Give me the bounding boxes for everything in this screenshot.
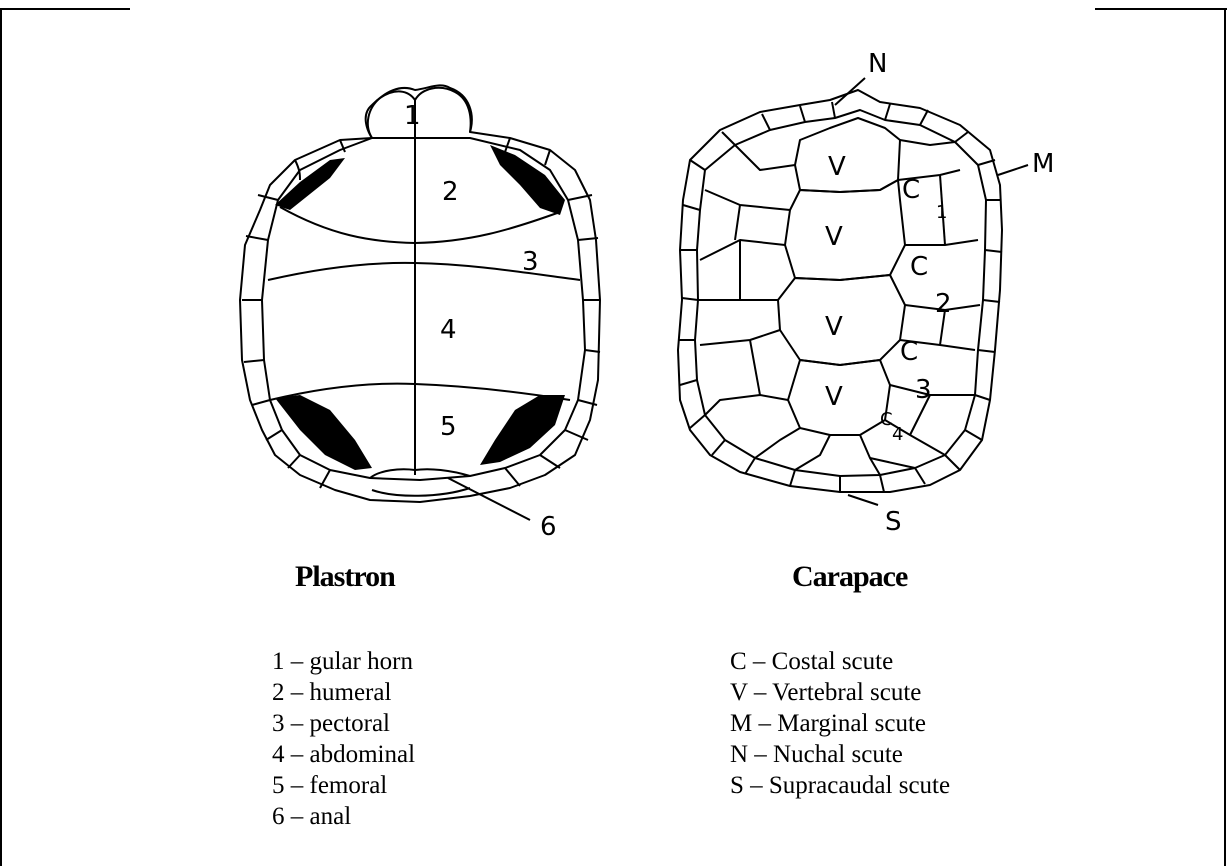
carapace-marker-vertebral-4: V bbox=[825, 382, 843, 412]
vertebral-scute-1 bbox=[795, 118, 900, 192]
plastron-marker-2: 2 bbox=[442, 177, 459, 207]
plastron-legend-item-2: 2 – humeral bbox=[272, 677, 415, 708]
carapace-marker-marginal: M bbox=[1032, 149, 1054, 179]
vertebral-scute-2 bbox=[785, 180, 905, 280]
plastron-drawing bbox=[240, 85, 600, 520]
plastron-marker-1: 1 bbox=[404, 101, 421, 131]
carapace-marker-costal-4: C bbox=[880, 409, 893, 430]
carapace-marker-costal-4-sub: 4 bbox=[892, 424, 903, 445]
carapace-marker-vertebral-3: V bbox=[825, 312, 843, 342]
carapace-caption: Carapace bbox=[792, 560, 907, 594]
carapace-marker-costal-1: C bbox=[902, 175, 920, 205]
carapace-marker-vertebral-1: V bbox=[828, 152, 846, 182]
carapace-marker-costal-2-sub: 2 bbox=[935, 289, 952, 319]
carapace-marker-costal-3: C bbox=[900, 337, 918, 367]
carapace-outline bbox=[678, 90, 1002, 492]
carapace-marker-costal-3-sub: 3 bbox=[915, 375, 932, 405]
carapace-marker-costal-2: C bbox=[910, 252, 928, 282]
plastron-marker-3: 3 bbox=[522, 247, 539, 277]
plastron-marker-4: 4 bbox=[440, 315, 457, 345]
plastron-outline bbox=[240, 85, 600, 502]
plastron-legend-item-5: 5 – femoral bbox=[272, 770, 415, 801]
carapace-legend-item-supracaudal: S – Supracaudal scute bbox=[730, 770, 950, 801]
supracaudal-pointer-line bbox=[848, 495, 878, 505]
marginal-pointer-line bbox=[998, 165, 1028, 175]
carapace-legend-item-nuchal: N – Nuchal scute bbox=[730, 739, 950, 770]
carapace-legend-item-costal: C – Costal scute bbox=[730, 646, 950, 677]
carapace-marker-labels: N M S V V V V C 1 C 2 C 3 C 4 bbox=[825, 49, 1054, 537]
plastron-legend-item-6: 6 – anal bbox=[272, 801, 415, 832]
plastron-marker-labels: 1 2 3 4 5 6 bbox=[404, 101, 557, 542]
carapace-legend-item-marginal: M – Marginal scute bbox=[730, 708, 950, 739]
carapace-drawing bbox=[678, 78, 1028, 505]
plastron-marker-6: 6 bbox=[540, 512, 557, 542]
plastron-caption: Plastron bbox=[295, 560, 395, 594]
plastron-legend-item-1: 1 – gular horn bbox=[272, 646, 415, 677]
carapace-marker-costal-1-sub: 1 bbox=[936, 202, 947, 223]
carapace-marker-vertebral-2: V bbox=[825, 222, 843, 252]
plastron-legend-item-3: 3 – pectoral bbox=[272, 708, 415, 739]
plastron-legend-item-4: 4 – abdominal bbox=[272, 739, 415, 770]
plastron-marker-5: 5 bbox=[440, 412, 457, 442]
carapace-legend-item-vertebral: V – Vertebral scute bbox=[730, 677, 950, 708]
plastron-dark-patches bbox=[275, 145, 565, 470]
carapace-marker-nuchal: N bbox=[868, 49, 887, 79]
carapace-marker-supracaudal: S bbox=[885, 507, 902, 537]
plastron-legend: 1 – gular horn 2 – humeral 3 – pectoral … bbox=[272, 646, 415, 832]
carapace-legend: C – Costal scute V – Vertebral scute M –… bbox=[730, 646, 950, 801]
